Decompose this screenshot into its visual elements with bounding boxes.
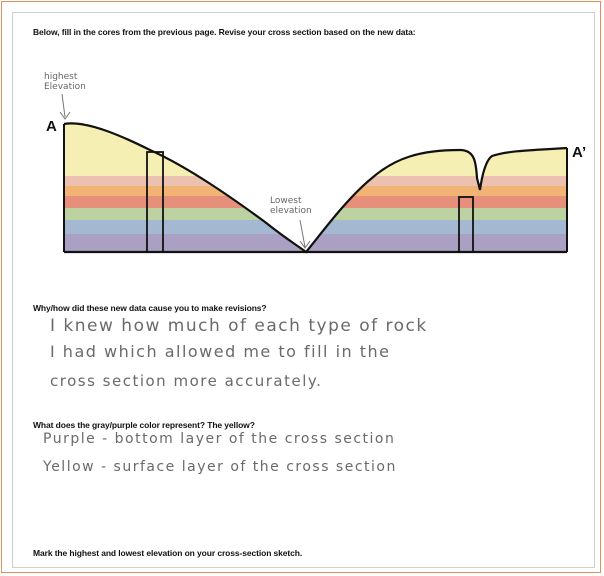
question1-answer-line2: I had which allowed me to fill in the xyxy=(50,342,391,361)
terrain-surface-line xyxy=(63,122,568,254)
question1-answer-line3: cross section more accurately. xyxy=(50,372,323,390)
layer-orange xyxy=(64,186,567,196)
highest-arrow-icon xyxy=(59,93,71,120)
question3-prompt: Mark the highest and lowest elevation on… xyxy=(33,548,303,558)
highest-note-line2: Elevation xyxy=(44,82,86,92)
highest-note-line1: highest xyxy=(44,72,78,82)
layer-purple xyxy=(64,234,567,252)
highest-elevation-note: highest Elevation xyxy=(44,72,86,92)
layer-green xyxy=(64,208,567,220)
layer-pink xyxy=(64,176,567,186)
instructions-text: Below, fill in the cores from the previo… xyxy=(33,27,416,37)
question2-prompt: What does the gray/purple color represen… xyxy=(33,420,255,430)
question1-answer-line1: I knew how much of each type of rock xyxy=(50,316,428,336)
lowest-elevation-note: Lowest elevation xyxy=(270,196,312,216)
question2-answer-line2: Yellow - surface layer of the cross sect… xyxy=(43,459,397,475)
lowest-note-line1: Lowest xyxy=(270,196,302,206)
label-a-left: A xyxy=(46,118,57,135)
layer-blue xyxy=(64,220,567,234)
question2-answer-line1: Purple - bottom layer of the cross secti… xyxy=(43,431,396,447)
rock-layers xyxy=(64,123,567,252)
lowest-arrow-icon xyxy=(299,219,311,249)
worksheet-page xyxy=(12,12,595,568)
label-a-right: A’ xyxy=(572,144,587,161)
core-left xyxy=(146,151,164,253)
question1-prompt: Why/how did these new data cause you to … xyxy=(33,303,267,313)
core-right xyxy=(458,196,474,253)
lowest-note-line2: elevation xyxy=(270,206,312,216)
layer-red xyxy=(64,196,567,208)
